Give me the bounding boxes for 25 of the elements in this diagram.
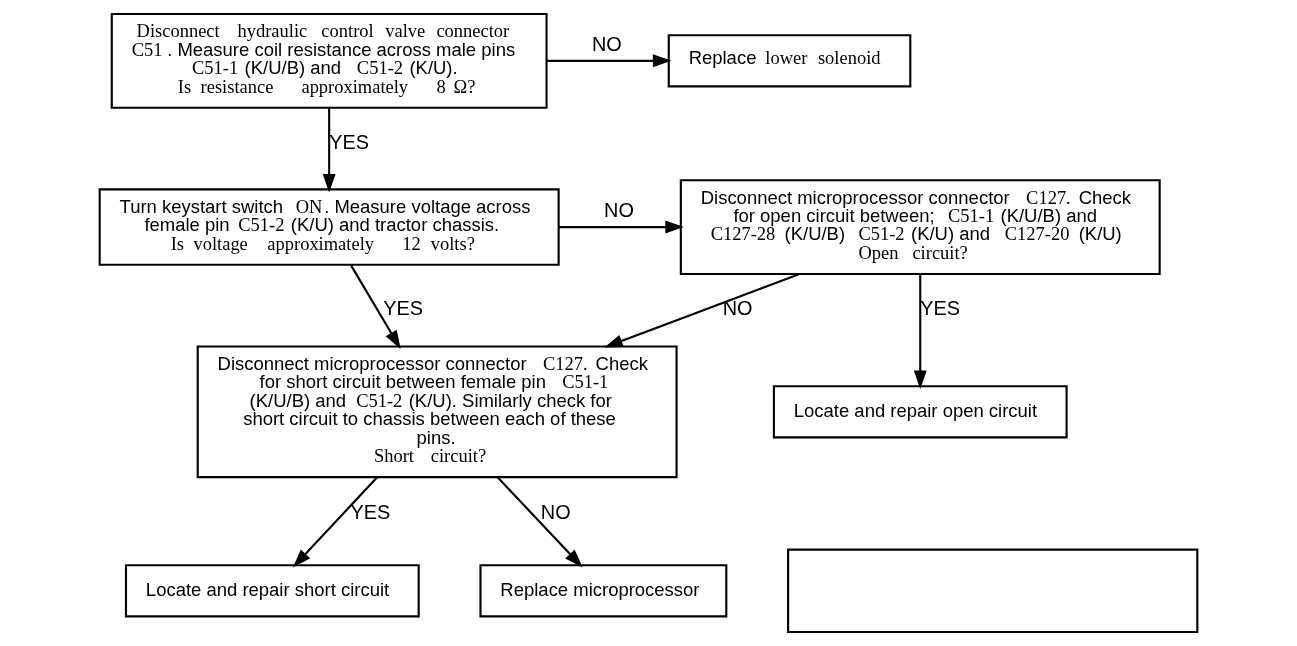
node-box: Disconnect microprocessor connector C127. Check for short circuit between female pin C51-1 (K/U/B) and C51-2 (K/U). Similarly check for short circuit to chassis between each of these pins. Short circuit? (196, 345, 678, 479)
node-box: Disconnect microprocessor connector C127. Check for open circuit between; C51-1 (K/U/B) and C127-28 (K/U/B) C51-2 (K/U) and C127-20 (K/U) Open circuit? (679, 179, 1161, 276)
edge-label: NO (604, 199, 634, 222)
edge-label: YES (920, 297, 961, 320)
arrow (349, 264, 401, 349)
arrow (558, 220, 684, 234)
edge-label: YES (329, 131, 369, 154)
node-box: Locate and repair open circuit (772, 385, 1068, 439)
arrow (292, 476, 378, 568)
node-box: Locate and repair short circuit (124, 564, 420, 618)
arrow (322, 107, 336, 193)
edge-label: YES (383, 297, 423, 320)
edge-label: YES (350, 500, 391, 523)
node-box (787, 548, 1199, 634)
node-box: Replace microprocessor (479, 564, 728, 618)
arrow (604, 273, 800, 348)
edge-label: NO (592, 33, 622, 56)
edge-label: NO (722, 297, 753, 320)
arrow (496, 476, 583, 568)
node-box: Disconnect hydraulic control valve connector C51. Measure coil resistance across male pins C51-1 (K/U/B) and C51-2 (K/U). Is resistance approximately 8 Ω? (110, 12, 548, 109)
edge-label: NO (540, 500, 571, 523)
arrow (547, 54, 672, 68)
arrow (913, 274, 927, 389)
node-box: Turn keystart switch ON. Measure voltage across female pin C51-2 (K/U) and tractor chassis. Is voltage approximately 12 volts? (98, 188, 560, 266)
node-box: Replace lower solenoid (667, 34, 912, 88)
